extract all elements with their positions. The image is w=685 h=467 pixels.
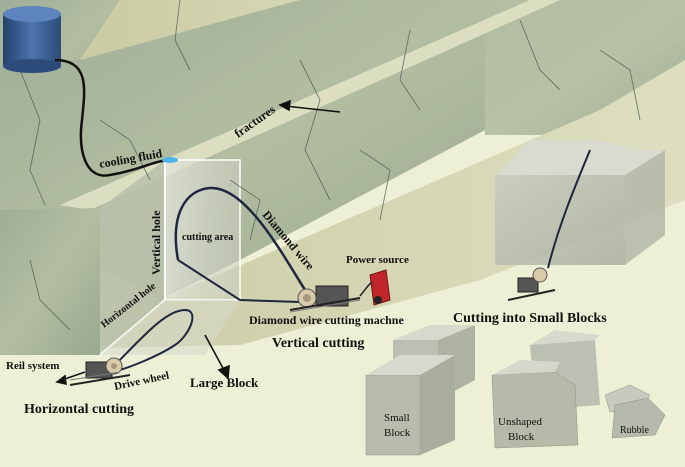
label-vertical-hole: Vertical hole (149, 210, 163, 275)
power-source-unit (359, 269, 391, 306)
bench-strip (60, 0, 560, 210)
label-large-block: Large Block (190, 375, 259, 390)
large-block-side (100, 160, 165, 355)
rubble-pile (604, 384, 666, 439)
cut-floor (100, 300, 240, 355)
diamond-wire-vertical (174, 186, 307, 291)
large-block-left (0, 208, 100, 355)
label-small-block-line2: Block (384, 427, 411, 439)
label-unshaped-block-line1: Unshaped (498, 416, 542, 428)
unshaped-block (491, 330, 600, 449)
small-block-cubes (365, 325, 475, 456)
diamond-wire-return (177, 259, 301, 303)
label-rubble: Rubble (620, 425, 649, 436)
water-spray (162, 157, 178, 163)
annotation-arrows (55, 99, 341, 386)
diamond-wire-horizontal (109, 308, 194, 373)
cooling-hose (54, 58, 169, 177)
vertical-wire-saw-machine (289, 285, 361, 313)
label-reil-system: Reil system (6, 360, 59, 372)
block-for-splitting (495, 140, 665, 301)
label-power-source: Power source (346, 254, 409, 266)
cooling-fluid-tank (3, 6, 61, 73)
label-vertical-cutting: Vertical cutting (272, 336, 364, 351)
label-unshaped-block-line2: Block (508, 431, 535, 443)
label-cutting-into-small-blocks: Cutting into Small Blocks (453, 311, 607, 326)
rock-wall-right (485, 0, 685, 130)
horizontal-wire-saw-machine (69, 357, 131, 386)
label-cutting-area: cutting area (182, 232, 233, 243)
label-horizontal-cutting: Horizontal cutting (24, 402, 134, 417)
label-small-block-line1: Small (384, 412, 410, 424)
label-wire-cutting-machine: Diamond wire cutting machne (249, 313, 404, 327)
